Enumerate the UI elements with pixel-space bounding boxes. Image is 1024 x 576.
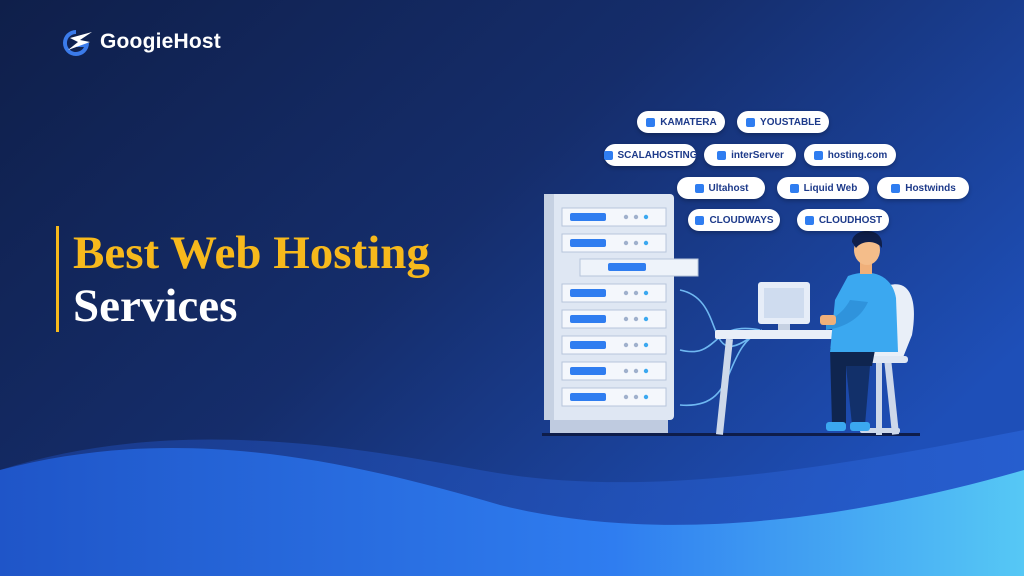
wave-front: [0, 447, 1024, 576]
server-unit: [561, 387, 667, 407]
server-unit: [561, 361, 667, 381]
server-unit: [561, 233, 667, 253]
provider-label: KAMATERA: [660, 116, 717, 128]
provider-pill[interactable]: interServer: [704, 144, 796, 166]
provider-pill[interactable]: Hostwinds: [877, 177, 969, 199]
provider-label: Ultahost: [708, 182, 749, 194]
provider-pill[interactable]: Liquid Web: [777, 177, 869, 199]
provider-label: Liquid Web: [803, 182, 858, 194]
person: [820, 231, 898, 431]
provider-pill[interactable]: Ultahost: [677, 177, 765, 199]
hostwinds-icon: [890, 179, 901, 198]
hosting-com-icon: [813, 146, 824, 165]
liquid-web-icon: [789, 179, 800, 198]
server-unit: [561, 309, 667, 329]
brand-name: GoogieHost: [100, 30, 221, 53]
cloudways-icon: [694, 211, 705, 230]
provider-label: CLOUDHOST: [818, 214, 883, 226]
headline-line-1: Best Web Hosting: [73, 227, 430, 279]
headline-line-2: Services: [73, 280, 238, 332]
provider-label: SCALAHOSTING: [617, 149, 698, 161]
server-drawer: [579, 258, 699, 277]
provider-pill[interactable]: CLOUDHOST: [797, 209, 889, 231]
provider-pill[interactable]: YOUSTABLE: [737, 111, 829, 133]
headline: Best Web Hosting Services: [56, 226, 430, 332]
ultahost-icon: [694, 179, 705, 198]
interserver-icon: [716, 146, 727, 165]
youstable-icon: [745, 113, 756, 132]
provider-pill[interactable]: SCALAHOSTING: [603, 144, 698, 166]
provider-pill[interactable]: KAMATERA: [637, 111, 725, 133]
kamatera-icon: [645, 113, 656, 132]
server-units: [561, 207, 667, 407]
scalahosting-icon: [603, 146, 614, 165]
provider-label: Hostwinds: [905, 182, 956, 194]
cloudhost-icon: [804, 211, 815, 230]
monitor: [758, 282, 810, 334]
brand-logo[interactable]: GoogieHost: [56, 26, 221, 58]
server-unit: [561, 335, 667, 355]
provider-label: hosting.com: [827, 149, 888, 161]
provider-pill[interactable]: CLOUDWAYS: [688, 209, 780, 231]
floor-line: [542, 433, 920, 436]
provider-pill[interactable]: hosting.com: [804, 144, 896, 166]
provider-label: interServer: [731, 149, 784, 161]
provider-label: YOUSTABLE: [760, 116, 821, 128]
hosting-illustration: [542, 194, 920, 436]
provider-label: CLOUDWAYS: [709, 214, 774, 226]
server-unit: [561, 207, 667, 227]
server-unit: [561, 283, 667, 303]
googiehost-logo-icon: [63, 30, 92, 56]
